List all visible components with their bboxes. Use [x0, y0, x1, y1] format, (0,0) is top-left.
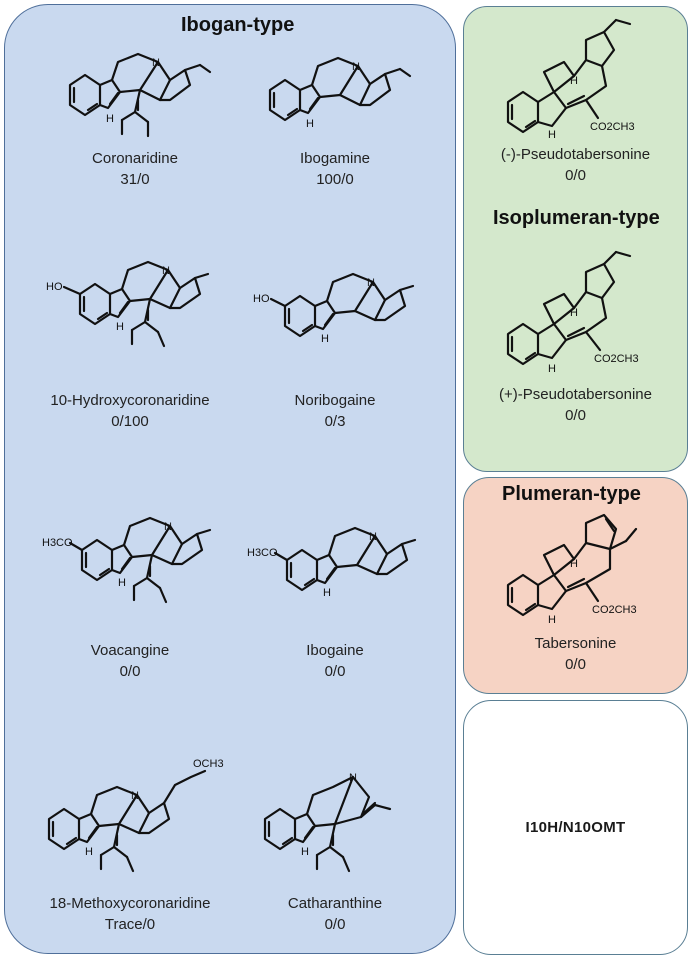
- och3-label: OCH3: [193, 758, 224, 770]
- n-atom-label: N: [162, 265, 170, 277]
- compound-name: Tabersonine: [534, 635, 617, 652]
- compound-ibogaine: H3CO N H Ibogaine 0/0: [240, 510, 430, 682]
- isoplumeran-type-panel: [463, 6, 688, 472]
- nh-label: H: [548, 129, 556, 141]
- nh-label: H: [306, 118, 314, 130]
- minus-pseudotabersonine-structure: H H CO2CH3: [506, 18, 635, 141]
- ibogaine-structure: H3CO N H: [247, 526, 417, 599]
- compound-name: Ibogamine: [299, 150, 371, 167]
- co2ch3-label: CO2CH3: [594, 353, 639, 365]
- voacangine-structure: H3CO N H: [42, 516, 212, 604]
- nh-label: H: [118, 577, 126, 589]
- noribogaine-structure: HO N H: [253, 272, 415, 345]
- catharanthine-structure: N H: [263, 772, 392, 873]
- nh-label: H: [301, 846, 309, 858]
- n-atom-label: N: [131, 790, 139, 802]
- compound-ibogamine: N H Ibogamine 100/0: [240, 30, 430, 190]
- h-atom-label: H: [570, 558, 578, 570]
- ibogan-type-panel: [4, 4, 456, 954]
- compound-plus-pseudotabersonine: H H CO2CH3 (+)-Pseudotabersonine 0/0: [468, 238, 683, 426]
- h-atom-label: H: [570, 75, 578, 87]
- plumeran-type-title: Plumeran-type: [502, 483, 641, 505]
- co2ch3-label: CO2CH3: [592, 604, 637, 616]
- compound-ratio: 0/0: [324, 916, 346, 933]
- plumeran-type-panel: [463, 477, 688, 694]
- coronaridine-structure: N H: [68, 52, 212, 138]
- methoxycoronaridine-structure: OCH3 N H: [47, 758, 224, 873]
- hydroxycoronaridine-structure: HO N H: [46, 260, 210, 348]
- compound-name: (-)-Pseudotabersonine: [500, 146, 651, 163]
- compound-name: 18-Methoxycoronaridine: [49, 895, 211, 912]
- n-atom-label: N: [352, 61, 360, 73]
- compound-ratio: 0/0: [565, 656, 586, 673]
- compound-ratio: 100/0: [316, 171, 354, 188]
- enzyme-panel: [463, 700, 688, 955]
- n-atom-label: N: [349, 772, 357, 784]
- compound-ratio: 31/0: [120, 171, 150, 188]
- ibogamine-structure: N H: [268, 56, 412, 130]
- compound-name: Catharanthine: [287, 895, 383, 912]
- compound-ratio: 0/3: [324, 413, 346, 430]
- compound-ratio: 0/0: [119, 663, 141, 680]
- n-atom-label: N: [367, 277, 375, 289]
- compound-coronaridine: N H Coronaridine 31/0: [30, 30, 240, 190]
- plus-pseudotabersonine-structure: H H CO2CH3: [506, 250, 639, 375]
- compound-minus-pseudotabersonine: H H CO2CH3 (-)-Pseudotabersonine 0/0: [468, 10, 683, 186]
- compound-name: Voacangine: [90, 642, 170, 659]
- compound-name: Ibogaine: [306, 642, 364, 659]
- compound-ratio: 0/0: [565, 167, 586, 184]
- nh-label: H: [323, 587, 331, 599]
- compound-ratio: 0/100: [111, 413, 149, 430]
- ho-label: HO: [253, 293, 270, 305]
- isoplumeran-type-title: Isoplumeran-type: [493, 207, 660, 229]
- nh-label: H: [116, 321, 124, 333]
- nh-label: H: [106, 113, 114, 125]
- nh-label: H: [321, 333, 329, 345]
- compound-name: Noribogaine: [294, 392, 376, 409]
- compound-name: (+)-Pseudotabersonine: [498, 386, 652, 403]
- compound-catharanthine: N H Catharanthine 0/0: [240, 757, 430, 935]
- nh-label: H: [548, 363, 556, 375]
- compound-voacangine: H3CO N H Voacangine 0/0: [20, 510, 240, 682]
- ibogan-type-title: Ibogan-type: [181, 14, 295, 36]
- ho-label: HO: [46, 281, 63, 293]
- compound-ratio: 0/0: [565, 407, 586, 424]
- compound-noribogaine: HO N H Noribogaine 0/3: [240, 250, 430, 432]
- compound-name: Coronaridine: [92, 150, 178, 167]
- enzyme-label: I10H/N10OMT: [525, 819, 626, 836]
- h3co-label: H3CO: [42, 537, 73, 549]
- compound-name: 10-Hydroxycoronaridine: [50, 392, 210, 409]
- compound-tabersonine: H H CO2CH3 Tabersonine 0/0: [468, 505, 683, 675]
- n-atom-label: N: [152, 57, 160, 69]
- n-atom-label: N: [369, 531, 377, 543]
- compound-ratio: 0/0: [324, 663, 346, 680]
- compound-10-hydroxycoronaridine: HO N H 10-Hydroxycoronaridine 0/100: [20, 250, 240, 432]
- co2ch3-label: CO2CH3: [590, 121, 635, 133]
- compound-ratio: Trace/0: [104, 916, 156, 933]
- n-atom-label: N: [164, 521, 172, 533]
- h3co-label: H3CO: [247, 547, 278, 559]
- nh-label: H: [548, 614, 556, 626]
- h-atom-label: H: [570, 307, 578, 319]
- compound-18-methoxycoronaridine: OCH3 N H 18-Methoxycoronaridine Trace/0: [20, 757, 240, 935]
- tabersonine-structure: H H CO2CH3: [506, 513, 637, 626]
- nh-label: H: [85, 846, 93, 858]
